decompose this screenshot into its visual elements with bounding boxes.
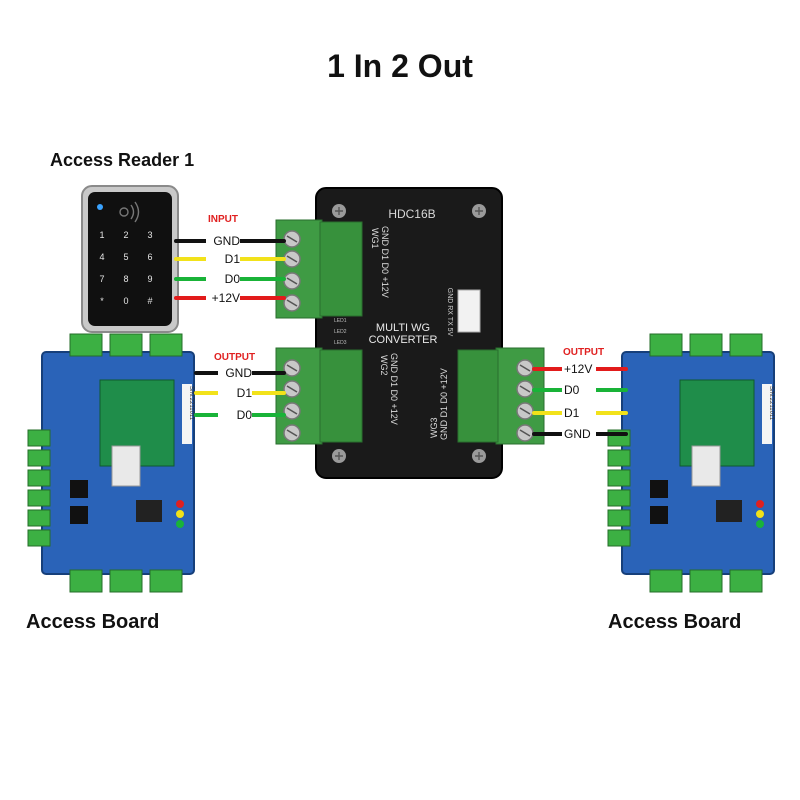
wg2-port-label: WG2 <box>379 355 389 376</box>
wg1-port-label: WG1 <box>370 228 380 249</box>
keypad-key: 2 <box>123 230 128 240</box>
wg1-pin-labels: GND D1 D0 +12V <box>380 226 390 298</box>
output-right-tag: OUTPUT <box>563 347 604 358</box>
reader-led-icon <box>97 204 103 210</box>
wire-label: D1 <box>225 252 241 266</box>
wg-converter-device: HDC16B MULTI WG CONVERTER LED1LED2LED3LE… <box>275 187 545 479</box>
wire-label: +12V <box>564 362 592 376</box>
wire-label: GND <box>564 427 591 441</box>
wire-label: +12V <box>212 291 240 305</box>
converter-name-line1: MULTI WG <box>376 322 430 334</box>
board-serial-number: S/N:2211011 <box>188 386 194 421</box>
wg3-port-label: WG3 <box>429 417 439 438</box>
keypad-key: 6 <box>147 252 152 262</box>
serial-header <box>457 289 481 333</box>
converter-model: HDC16B <box>388 207 435 221</box>
keypad-key: 7 <box>99 274 104 284</box>
keypad-key: 0 <box>123 296 128 306</box>
card-reader-icon <box>119 201 140 223</box>
diagram-title: 1 In 2 Out <box>327 48 473 84</box>
access-reader-device: 1 2 3 4 5 6 7 8 9 * 0 # <box>81 185 179 333</box>
keypad-key: 5 <box>123 252 128 262</box>
input-tag: INPUT <box>208 214 238 225</box>
wire-label: D1 <box>237 386 253 400</box>
keypad-key: * <box>100 296 104 306</box>
wire-label: D0 <box>564 383 580 397</box>
access-reader-caption: Access Reader 1 <box>50 150 195 170</box>
wire-label: D0 <box>225 272 241 286</box>
board-serial-number: S/N:2211011 <box>768 386 774 421</box>
converter-name-line2: CONVERTER <box>369 334 438 346</box>
keypad-key: # <box>147 296 152 306</box>
right-access-board-device: S/N:2211011 <box>607 333 775 593</box>
output-left-tag: OUTPUT <box>214 352 255 363</box>
converter-led-label: LED3 <box>334 340 347 346</box>
wire-label: GND <box>225 366 252 380</box>
keypad-key: 4 <box>99 252 104 262</box>
wg2-pin-labels: GND D1 D0 +12V <box>389 353 399 425</box>
keypad-key: 3 <box>147 230 152 240</box>
right-access-board-caption: Access Board <box>608 611 742 633</box>
wg3-pin-labels: GND D1 D0 +12V <box>439 368 449 440</box>
wire-label: D0 <box>237 408 253 422</box>
reader-keypad: 1 2 3 4 5 6 7 8 9 * 0 # <box>99 230 152 306</box>
left-access-board-caption: Access Board <box>26 611 160 633</box>
converter-led-label: LED2 <box>334 329 347 335</box>
keypad-key: 9 <box>147 274 152 284</box>
keypad-key: 1 <box>99 230 104 240</box>
wire-label: D1 <box>564 406 580 420</box>
wire-label: GND <box>213 234 240 248</box>
left-access-board-device: S/N:2211011 <box>27 333 195 593</box>
keypad-key: 8 <box>123 274 128 284</box>
serial-pin-labels: GND RX TX 5V <box>446 288 453 337</box>
converter-led-label: LED1 <box>334 318 347 324</box>
